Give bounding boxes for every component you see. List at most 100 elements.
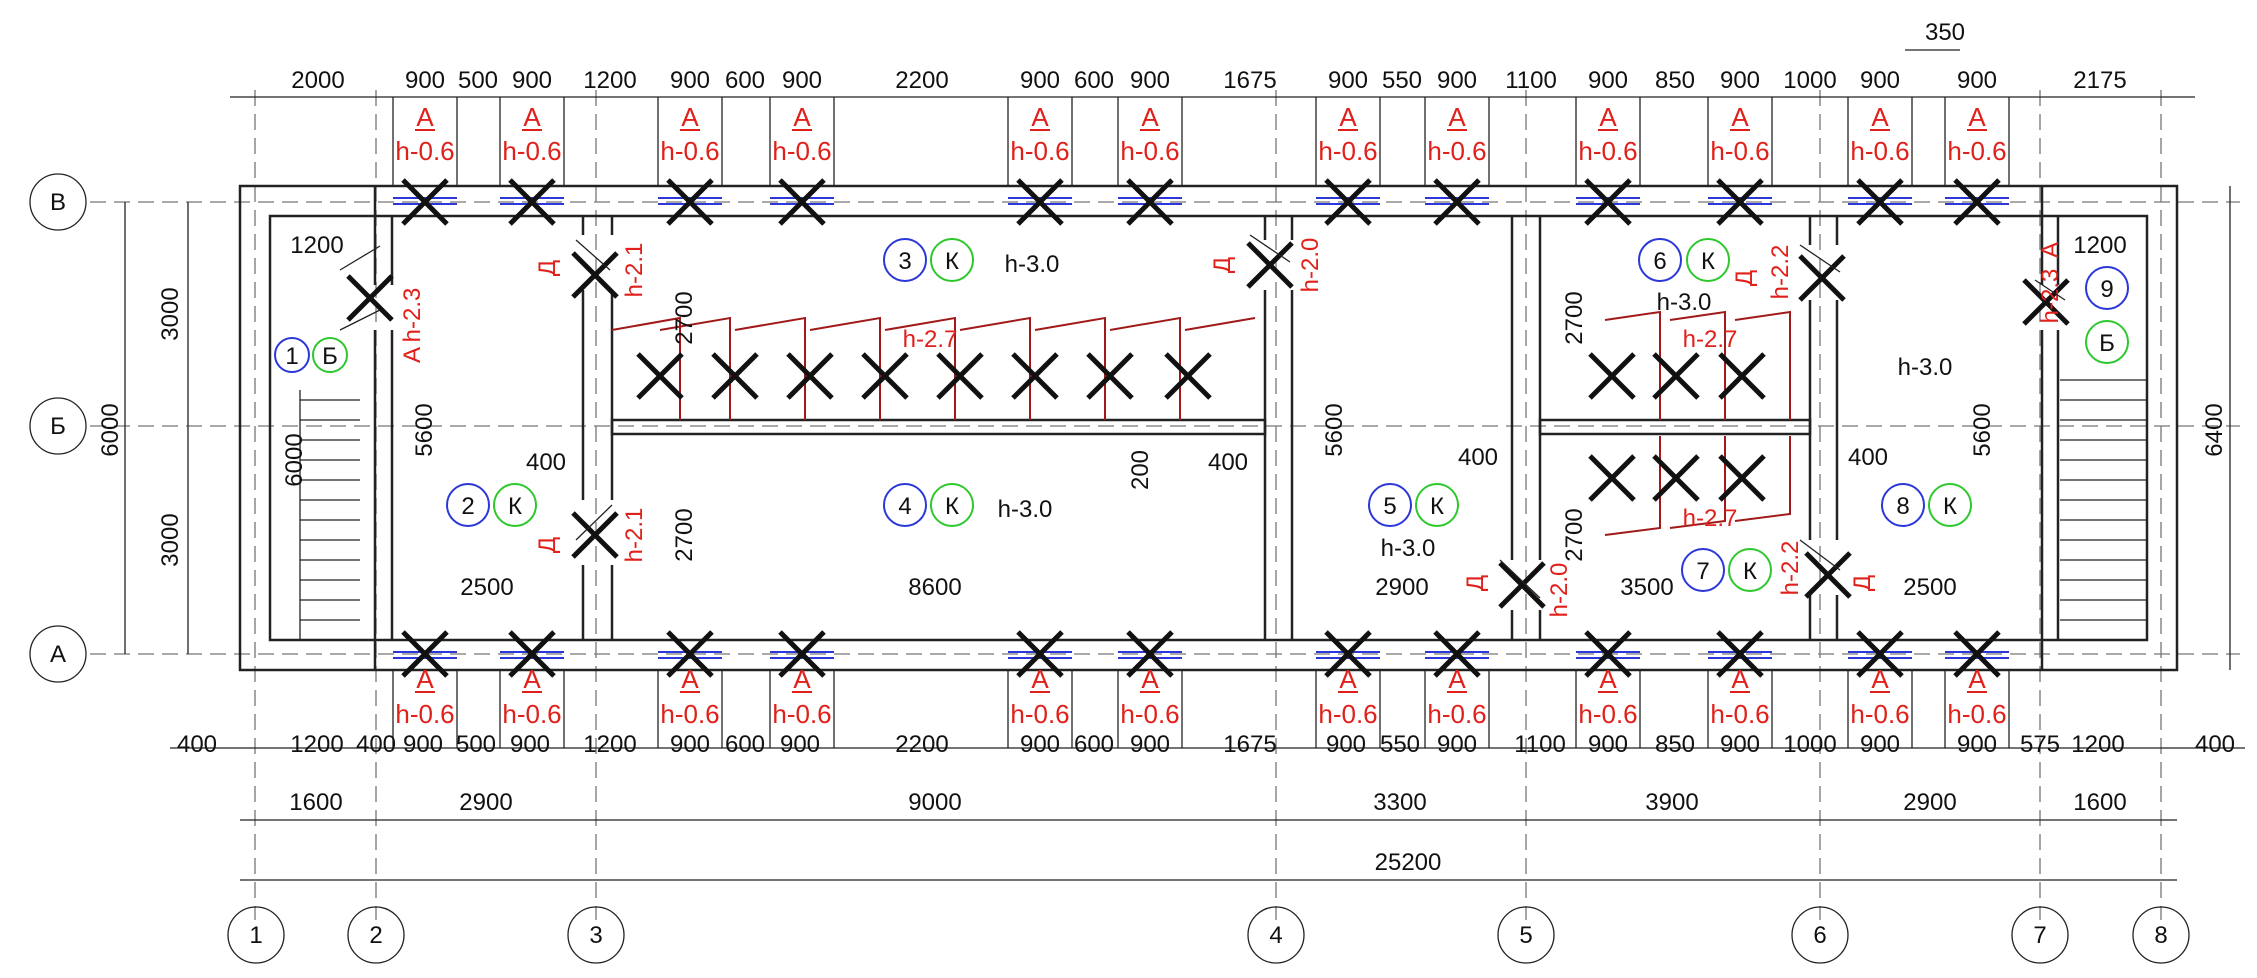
dim-top: 550 [1382, 67, 1422, 94]
cross-mark [786, 352, 834, 400]
dim-top: 2175 [2073, 67, 2126, 94]
cross-mark [666, 178, 714, 226]
window-letter: А [681, 664, 699, 694]
axis-label: 4 [1269, 922, 1282, 949]
window-height: h-0.6 [395, 699, 454, 729]
dim-bottom: 900 [510, 731, 550, 758]
window-letter: А [523, 102, 541, 132]
dim-span: 2900 [1903, 789, 1956, 816]
cross-mark [666, 630, 714, 678]
dim-span: 1600 [2073, 789, 2126, 816]
cross-mark [1126, 178, 1174, 226]
cross-mark [1652, 454, 1700, 502]
window-letter: А [1599, 102, 1617, 132]
dim-bottom: 900 [1326, 731, 1366, 758]
door-height: h-2.0 [1297, 238, 1324, 293]
room-category: К [508, 493, 522, 520]
cross-mark [778, 630, 826, 678]
door-height: h-2.2 [1777, 541, 1804, 596]
dim-1200: 1200 [290, 232, 343, 259]
window-letter: А [1031, 664, 1049, 694]
door-letter: Д [1209, 257, 1236, 273]
stairs-right [2060, 379, 2147, 621]
door-letter: Д [1731, 270, 1758, 286]
cross-mark [1716, 630, 1764, 678]
window-height: h-0.6 [1850, 699, 1909, 729]
dim-bottom: 1100 [1514, 731, 1566, 758]
window-letter: А [1968, 102, 1986, 132]
cross-mark [1856, 178, 1904, 226]
dim-top-small: 350 [1925, 19, 1965, 46]
window-height: h-0.6 [1120, 699, 1179, 729]
window-height: h-0.6 [1947, 699, 2006, 729]
window-height: h-0.6 [1427, 136, 1486, 166]
dim-top: 900 [1020, 67, 1060, 94]
room-number: 7 [1696, 558, 1709, 585]
room-height: h-3.0 [1381, 535, 1436, 562]
inner-dimensions: 1200 1200 2500 8600 2900 3500 2500 400 4… [290, 232, 2126, 601]
dim-top: 900 [1328, 67, 1368, 94]
dim-left-total: 6000 [97, 403, 124, 456]
window-height: h-0.6 [1318, 136, 1377, 166]
cell-height: h-2.7 [903, 326, 958, 353]
dim-8600: 8600 [908, 574, 961, 601]
axis-label: Б [50, 413, 66, 440]
window-height: h-0.6 [1120, 136, 1179, 166]
vertical-dimensions: 3000 3000 6000 6400 6000 5600 5600 5600 … [97, 287, 2228, 566]
cross-mark [346, 274, 394, 322]
cross-mark [1953, 178, 2001, 226]
cross-mark [711, 352, 759, 400]
dim-top: 900 [782, 67, 822, 94]
windows: Аh-0.6Аh-0.6Аh-0.6Аh-0.6Аh-0.6Аh-0.6Аh-0… [392, 97, 2010, 748]
dim-top: 1100 [1505, 67, 1557, 94]
cross-mark [1588, 454, 1636, 502]
window-height: h-0.6 [660, 699, 719, 729]
window-letter: А [523, 664, 541, 694]
dim-span: 3300 [1373, 789, 1426, 816]
room-markers: 1 Б 2 К 3 К h-3.0 4 К h-3.0 5 К h-3.0 6 … [274, 238, 2129, 592]
dim-top: 600 [1074, 67, 1114, 94]
axis-label: 8 [2154, 922, 2167, 949]
window-letter: А [1031, 102, 1049, 132]
dim-400: 400 [1848, 444, 1888, 471]
dim-bottom: 900 [403, 731, 443, 758]
dim-top: 900 [1957, 67, 1997, 94]
dim-bottom: 900 [1437, 731, 1477, 758]
cross-mark [1856, 630, 1904, 678]
dim-bottom: 850 [1655, 731, 1695, 758]
window-letter: А [793, 102, 811, 132]
dim-5600: 5600 [1969, 403, 1996, 456]
cross-mark [1324, 630, 1372, 678]
room-number: 5 [1383, 493, 1396, 520]
door-height: h-2.1 [621, 508, 648, 563]
dim-top: 1000 [1783, 67, 1836, 94]
dim-bottom: 900 [1588, 731, 1628, 758]
window-letter: А [416, 664, 434, 694]
top-dimensions: 350 2000 900 500 900 1200 900 600 900 22… [291, 19, 2126, 94]
window-height: h-0.6 [772, 699, 831, 729]
cross-mark [1498, 561, 1546, 609]
room-number: 4 [898, 493, 911, 520]
dim-top: 600 [725, 67, 765, 94]
axis-label: 2 [369, 922, 382, 949]
dim-bottom: 400 [2195, 731, 2235, 758]
window-height: h-0.6 [1710, 136, 1769, 166]
window-height: h-0.6 [1578, 699, 1637, 729]
dim-bottom: 900 [670, 731, 710, 758]
room-category: К [1430, 493, 1444, 520]
window-letter: А [1968, 664, 1986, 694]
room-height: h-3.0 [998, 496, 1053, 523]
window-height: h-0.6 [502, 699, 561, 729]
cross-mark [1433, 178, 1481, 226]
window-height: h-0.6 [660, 136, 719, 166]
window-letter: А [681, 102, 699, 132]
cross-mark [2022, 278, 2070, 326]
dim-right-total: 6400 [2201, 403, 2228, 456]
bottom-dimensions: 400 1200 400 900 500 900 1200 900 600 90… [177, 731, 2235, 758]
axis-label: 5 [1519, 922, 1532, 949]
room-height: h-3.0 [1898, 354, 1953, 381]
axis-label: 3 [589, 922, 602, 949]
window-height: h-0.6 [1010, 136, 1069, 166]
dim-bottom: 900 [1860, 731, 1900, 758]
door-swings [339, 234, 2066, 599]
